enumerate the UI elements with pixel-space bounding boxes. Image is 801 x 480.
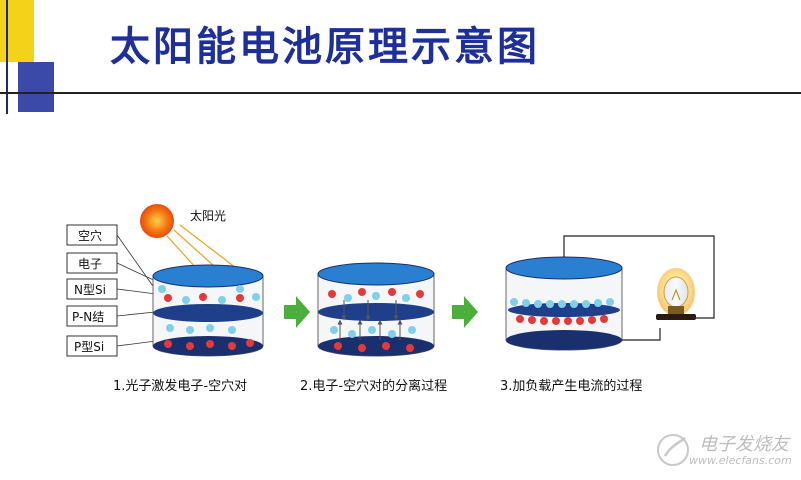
corner-decoration-blue [18, 62, 54, 112]
caption-step2: 2.电子-空穴对的分离过程 [300, 378, 447, 394]
watermark-url: www.elecfans.com [689, 454, 792, 467]
svg-text:空穴: 空穴 [78, 228, 102, 243]
solar-cell-step2 [317, 262, 435, 357]
sun-icon [140, 204, 174, 238]
title-divider [0, 92, 801, 94]
watermark: 电子发烧友 www.elecfans.com [655, 428, 795, 474]
process-arrow-2 [452, 296, 478, 328]
corner-decoration-line [6, 0, 8, 114]
svg-text:P型Si: P型Si [74, 340, 104, 354]
process-arrow-1 [284, 296, 310, 328]
svg-text:P-N结: P-N结 [72, 310, 104, 324]
page-title: 太阳能电池原理示意图 [110, 24, 540, 70]
caption-step3: 3.加负载产生电流的过程 [500, 378, 642, 394]
sunlight-label: 太阳光 [190, 208, 226, 223]
solar-cell-step3 [505, 256, 623, 351]
label-box-hole: 空穴 [66, 224, 161, 297]
solar-cell-step1 [152, 264, 264, 357]
svg-text:电子: 电子 [78, 257, 102, 271]
corner-decoration-yellow [0, 0, 34, 62]
label-box-pn-junction: P-N结 [66, 305, 156, 327]
watermark-name: 电子发烧友 [699, 434, 789, 455]
light-bulb-icon [656, 268, 696, 320]
label-box-p-si: P型Si [66, 335, 157, 357]
label-box-n-si: N型Si [66, 278, 157, 300]
svg-text:N型Si: N型Si [74, 283, 106, 297]
elecfans-logo-icon [657, 434, 689, 466]
sunlight-rays [166, 224, 237, 269]
caption-step1: 1.光子激发电子-空穴对 [113, 378, 247, 394]
circuit-wire [563, 235, 715, 341]
